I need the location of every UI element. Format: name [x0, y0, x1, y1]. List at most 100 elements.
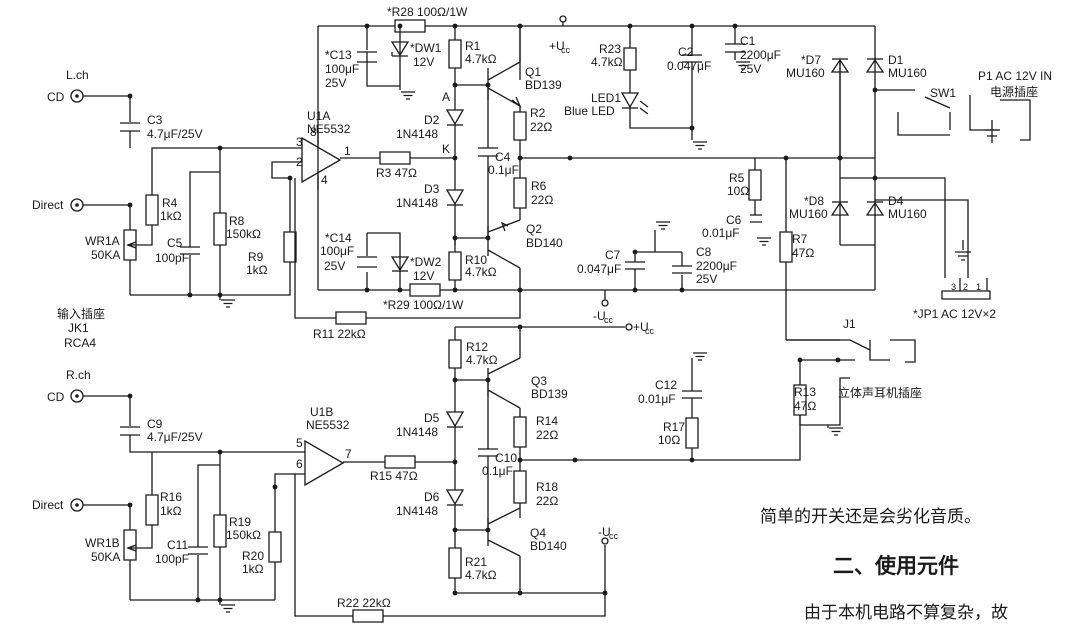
r7-ref: R7 [792, 232, 808, 246]
c4-ref: C4 [495, 150, 511, 164]
c1-ref: C1 [740, 34, 756, 48]
dw2-value: 12V [413, 269, 434, 283]
jk1-ref: JK1 [68, 321, 89, 335]
c4-value: 0.1μF [488, 163, 519, 177]
led1-ref: LED1 [591, 91, 621, 105]
q3-type: BD139 [531, 387, 568, 401]
dw1-value: 12V [413, 55, 434, 69]
d8-ref: *D8 [804, 194, 824, 208]
r18-value: 22Ω [536, 494, 558, 508]
pin8-label: 8 [310, 125, 317, 139]
article-heading: 二、使用元件 [833, 554, 959, 578]
r4-ref: R4 [162, 196, 178, 210]
c14-value: 100μF [320, 244, 354, 258]
c11-ref: C11 [167, 538, 188, 552]
pin1-label: 1 [344, 144, 351, 158]
c8-ref: C8 [696, 245, 712, 259]
ground-symbol-right [220, 604, 236, 613]
r20-ref: R20 [242, 549, 264, 563]
q1-type: BD139 [525, 78, 562, 92]
c1-voltage: 25V [740, 62, 761, 76]
p1-label: P1 AC 12V IN [978, 69, 1052, 83]
ground-symbol-j1 [828, 427, 844, 436]
r28-label: *R28 100Ω/1W [387, 5, 468, 19]
d2-ref: D2 [424, 113, 440, 127]
q4-type: BD140 [530, 539, 567, 553]
supply-terminals-top [400, 15, 772, 307]
d3-type: 1N4148 [396, 196, 438, 210]
r11-label: R11 22kΩ [313, 327, 366, 341]
c8-voltage: 25V [696, 272, 717, 286]
r18-ref: R18 [536, 480, 558, 494]
diode-symbols-bottom [445, 411, 465, 506]
ucc-neg-sub-bottom: cc [609, 531, 619, 541]
c14-ref: *C14 [325, 231, 352, 245]
r23-ref: R23 [599, 42, 621, 56]
pin5-label: 5 [296, 436, 303, 450]
r4-value: 1kΩ [160, 209, 182, 223]
jk1-type: RCA4 [64, 336, 96, 350]
r2-ref: R2 [530, 106, 546, 120]
r3-label: R3 47Ω [376, 166, 417, 180]
direct-label-right: Direct [32, 498, 64, 512]
ucc-neg-terminal-bottom [601, 537, 609, 545]
cd-label-left: CD [47, 90, 65, 104]
ucc-pos-sub: cc [561, 45, 571, 55]
r9-value: 1kΩ [246, 263, 268, 277]
c9-value: 4.7μF/25V [147, 430, 203, 444]
r21-value: 4.7kΩ [465, 568, 497, 582]
top-channel-wiring [317, 19, 1031, 341]
jk1-chinese: 输入插座 [57, 306, 105, 321]
j1-label: J1 [843, 317, 856, 331]
r16-value: 1kΩ [160, 504, 182, 518]
r10-ref: R10 [465, 253, 487, 267]
pin2-label: 2 [296, 155, 303, 169]
u1a-type: NE5532 [307, 122, 351, 136]
ucc-pos-label: +U [549, 39, 565, 53]
c6-value: 0.01μF [702, 226, 740, 240]
q4-ref: Q4 [530, 526, 546, 540]
r20-value: 1kΩ [242, 562, 264, 576]
ucc-neg-sub: cc [604, 315, 614, 325]
r21-ref: R21 [465, 555, 487, 569]
c6-ref: C6 [726, 213, 742, 227]
jp1-label: *JP1 AC 12V×2 [913, 307, 996, 321]
d5-ref: D5 [424, 411, 440, 425]
pin4-label: 4 [321, 173, 328, 187]
junction-dots-top [364, 23, 878, 293]
article-line-2: 由于本机电路不算复杂，故 [804, 603, 1008, 623]
jp1-pin1: 1 [976, 282, 981, 292]
bottom-channel-dots [452, 324, 841, 596]
c7-ref: C7 [605, 248, 621, 262]
u1a-ref: U1A [307, 109, 330, 123]
left-input-wiring [70, 89, 521, 325]
c12-ref: C12 [655, 378, 677, 392]
r5-ref: R5 [729, 171, 745, 185]
c8-value: 2200μF [696, 259, 737, 273]
bottom-channel-wiring [220, 326, 916, 623]
d5-type: 1N4148 [396, 425, 438, 439]
q2-ref: Q2 [526, 222, 542, 236]
c13-value: 100μF [325, 62, 359, 76]
wr1a-ref: WR1A [85, 234, 120, 248]
q2-type: BD140 [526, 236, 563, 250]
r10-value: 4.7kΩ [465, 265, 497, 279]
headphone-label: 立体声耳机插座 [838, 385, 922, 400]
jp1-pin3: 3 [951, 282, 956, 292]
c9-ref: C9 [147, 417, 163, 431]
q3-ref: Q3 [531, 374, 547, 388]
d7-type: MU160 [786, 66, 825, 80]
r13-value: 47Ω [794, 399, 816, 413]
diode-symbols-top [390, 41, 885, 272]
c12-value: 0.01μF [638, 392, 676, 406]
r23-value: 4.7kΩ [591, 55, 623, 69]
sw1-label: SW1 [930, 86, 956, 100]
r6-value: 22Ω [531, 193, 553, 207]
d4-ref: D4 [888, 194, 904, 208]
c1-value: 2200μF [740, 48, 781, 62]
pin6-label: 6 [296, 457, 303, 471]
r16-ref: R16 [160, 490, 182, 504]
right-input-dots [127, 393, 278, 603]
article-line-1: 简单的开关还是会劣化音质。 [760, 507, 981, 527]
